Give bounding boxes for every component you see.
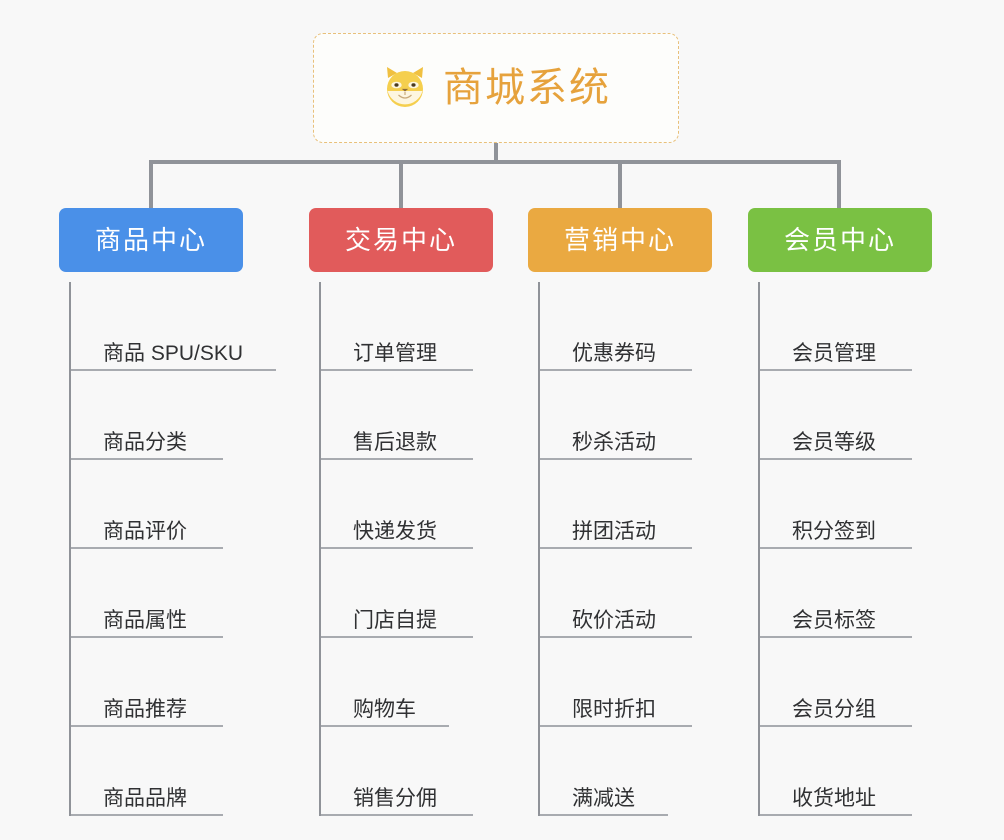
leaf-label: 会员等级 xyxy=(792,430,876,454)
leaf-underline xyxy=(540,547,692,549)
leaf-label: 积分签到 xyxy=(792,519,876,543)
leaf-underline xyxy=(71,547,223,549)
leaf-underline xyxy=(760,725,912,727)
leaf-item[interactable]: 商品分类 xyxy=(71,371,249,460)
leaf-item[interactable]: 满减送 xyxy=(540,727,718,816)
leaf-item[interactable]: 积分签到 xyxy=(760,460,938,549)
leaf-underline xyxy=(71,458,223,460)
leaf-item[interactable]: 限时折扣 xyxy=(540,638,718,727)
leaf-label: 购物车 xyxy=(353,697,416,721)
leaf-list-trade-center: 订单管理 售后退款 快递发货 门店自提 购物车 销售分佣 xyxy=(319,282,499,816)
leaf-item[interactable]: 商品属性 xyxy=(71,549,249,638)
leaf-label: 商品分类 xyxy=(103,430,187,454)
leaf-item[interactable]: 会员管理 xyxy=(760,282,938,371)
leaf-item[interactable]: 售后退款 xyxy=(321,371,499,460)
leaf-underline xyxy=(760,814,912,816)
leaf-list-product-center: 商品 SPU/SKU 商品分类 商品评价 商品属性 商品推荐 商品品牌 xyxy=(69,282,276,816)
leaf-label: 商品品牌 xyxy=(103,786,187,810)
leaf-underline xyxy=(540,458,692,460)
leaf-underline xyxy=(71,725,223,727)
category-label: 营销中心 xyxy=(563,225,676,255)
leaf-item[interactable]: 砍价活动 xyxy=(540,549,718,638)
connector-horizontal-bus xyxy=(149,160,841,164)
leaf-list-member-center: 会员管理 会员等级 积分签到 会员标签 会员分组 收货地址 xyxy=(758,282,938,816)
leaf-item[interactable]: 秒杀活动 xyxy=(540,371,718,460)
leaf-item[interactable]: 会员分组 xyxy=(760,638,938,727)
leaf-underline xyxy=(540,725,692,727)
connector-drop-col-1 xyxy=(149,160,153,208)
category-box-member-center[interactable]: 会员中心 xyxy=(748,208,932,272)
leaf-label: 快递发货 xyxy=(353,519,437,543)
leaf-underline xyxy=(540,814,668,816)
leaf-underline xyxy=(760,369,912,371)
leaf-underline xyxy=(71,636,223,638)
branch-column-marketing-center: 营销中心 优惠券码 秒杀活动 拼团活动 砍价活动 限时折扣 xyxy=(528,208,718,816)
connector-drop-col-2 xyxy=(399,160,403,208)
leaf-item[interactable]: 商品评价 xyxy=(71,460,249,549)
leaf-label: 销售分佣 xyxy=(353,786,437,810)
leaf-underline xyxy=(760,636,912,638)
leaf-underline xyxy=(321,814,473,816)
leaf-item[interactable]: 商品品牌 xyxy=(71,727,249,816)
branch-column-product-center: 商品中心 商品 SPU/SKU 商品分类 商品评价 商品属性 商品推荐 xyxy=(59,208,276,816)
leaf-item[interactable]: 销售分佣 xyxy=(321,727,499,816)
leaf-underline xyxy=(71,814,223,816)
leaf-item[interactable]: 商品 SPU/SKU xyxy=(71,282,276,371)
leaf-item[interactable]: 优惠券码 xyxy=(540,282,718,371)
category-label: 交易中心 xyxy=(344,225,457,255)
root-title: 商城系统 xyxy=(443,66,611,110)
root-node[interactable]: 商城系统 xyxy=(313,33,679,143)
category-box-marketing-center[interactable]: 营销中心 xyxy=(528,208,712,272)
leaf-item[interactable]: 购物车 xyxy=(321,638,499,727)
leaf-underline xyxy=(760,458,912,460)
leaf-item[interactable]: 收货地址 xyxy=(760,727,938,816)
leaf-label: 拼团活动 xyxy=(572,519,656,543)
leaf-label: 商品 SPU/SKU xyxy=(103,341,244,365)
leaf-underline xyxy=(321,725,449,727)
category-box-trade-center[interactable]: 交易中心 xyxy=(309,208,493,272)
leaf-label: 秒杀活动 xyxy=(572,430,656,454)
leaf-label: 商品推荐 xyxy=(103,697,187,721)
leaf-underline xyxy=(321,547,473,549)
leaf-label: 商品评价 xyxy=(103,519,187,543)
category-box-product-center[interactable]: 商品中心 xyxy=(59,208,243,272)
leaf-underline xyxy=(321,636,473,638)
leaf-item[interactable]: 会员等级 xyxy=(760,371,938,460)
leaf-item[interactable]: 商品推荐 xyxy=(71,638,249,727)
leaf-label: 会员标签 xyxy=(792,608,876,632)
leaf-label: 收货地址 xyxy=(792,786,876,810)
leaf-item[interactable]: 拼团活动 xyxy=(540,460,718,549)
connector-drop-col-4 xyxy=(837,160,841,208)
leaf-label: 限时折扣 xyxy=(572,697,656,721)
category-label: 商品中心 xyxy=(94,225,207,255)
leaf-label: 会员管理 xyxy=(792,341,876,365)
leaf-underline xyxy=(540,369,692,371)
leaf-underline xyxy=(760,547,912,549)
category-label: 会员中心 xyxy=(783,225,896,255)
leaf-label: 售后退款 xyxy=(353,430,437,454)
leaf-list-marketing-center: 优惠券码 秒杀活动 拼团活动 砍价活动 限时折扣 满减送 xyxy=(538,282,718,816)
leaf-underline xyxy=(71,369,276,371)
leaf-label: 订单管理 xyxy=(353,341,437,365)
connector-root-stem xyxy=(494,143,498,164)
leaf-item[interactable]: 订单管理 xyxy=(321,282,499,371)
shiba-dog-face-icon xyxy=(381,64,429,112)
leaf-label: 门店自提 xyxy=(353,608,437,632)
leaf-underline xyxy=(321,369,473,371)
leaf-underline xyxy=(321,458,473,460)
leaf-item[interactable]: 会员标签 xyxy=(760,549,938,638)
branch-column-trade-center: 交易中心 订单管理 售后退款 快递发货 门店自提 购物车 xyxy=(309,208,499,816)
branch-column-member-center: 会员中心 会员管理 会员等级 积分签到 会员标签 会员分组 xyxy=(748,208,938,816)
leaf-item[interactable]: 门店自提 xyxy=(321,549,499,638)
leaf-label: 优惠券码 xyxy=(572,341,656,365)
connector-drop-col-3 xyxy=(618,160,622,208)
leaf-label: 满减送 xyxy=(572,786,635,810)
leaf-label: 会员分组 xyxy=(792,697,876,721)
leaf-underline xyxy=(540,636,692,638)
leaf-label: 砍价活动 xyxy=(572,608,656,632)
leaf-label: 商品属性 xyxy=(103,608,187,632)
leaf-item[interactable]: 快递发货 xyxy=(321,460,499,549)
